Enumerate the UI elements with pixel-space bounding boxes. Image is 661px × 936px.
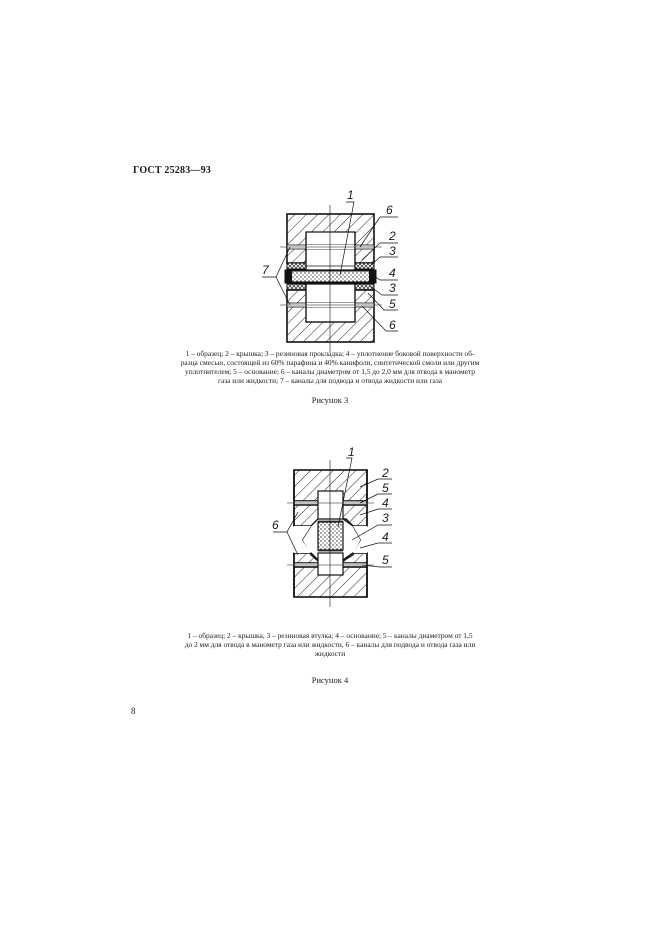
figure-3-caption: 1 – образец; 2 – крышка; 3 – резиновая п…: [143, 349, 517, 385]
svg-text:6: 6: [272, 518, 279, 532]
svg-text:6: 6: [389, 318, 396, 332]
svg-text:1: 1: [347, 188, 354, 202]
svg-text:4: 4: [382, 496, 389, 510]
document-header: ГОСТ 25283—93: [133, 165, 212, 176]
figure-4-callouts: 1 2 5 4 3 4 5 6: [272, 445, 389, 567]
svg-text:2: 2: [381, 466, 389, 480]
svg-text:4: 4: [382, 530, 389, 544]
caption-line: уплотнителем; 5 – основание; 6 – каналы …: [185, 367, 475, 376]
caption-line: газа или жидкости; 7 – каналы для подвод…: [217, 376, 443, 385]
svg-text:2: 2: [388, 229, 396, 243]
svg-text:3: 3: [382, 511, 389, 525]
caption-line: 1 – образец; 2 – крышка, 3 – резиновая в…: [187, 631, 473, 640]
caption-line: жидкости: [314, 649, 346, 658]
svg-text:1: 1: [348, 445, 355, 459]
figure-4: [273, 457, 392, 607]
svg-text:6: 6: [386, 203, 393, 217]
figure-3-callouts: 1 6 2 3 4 3 5 6 7: [262, 188, 396, 332]
svg-text:3: 3: [389, 244, 396, 258]
caption-line: 1 – образец; 2 – крышка; 3 – резиновая п…: [185, 349, 475, 358]
svg-text:3: 3: [389, 281, 396, 295]
figure-4-label: Рисунок 4: [311, 675, 349, 685]
svg-text:5: 5: [389, 297, 396, 311]
svg-text:5: 5: [382, 553, 389, 567]
svg-text:4: 4: [389, 266, 396, 280]
caption-line: до 2 мм для отвода в манометр газа или ж…: [184, 640, 476, 649]
page-number: 8: [131, 706, 136, 716]
figure-3: [262, 201, 398, 352]
svg-text:7: 7: [262, 263, 270, 277]
figure-3-label: Рисунок 3: [311, 395, 349, 405]
caption-line: разца смесью, состоящей из 60% парафина …: [180, 358, 480, 367]
figure-4-caption: 1 – образец; 2 – крышка, 3 – резиновая в…: [143, 631, 517, 658]
svg-text:5: 5: [382, 481, 389, 495]
